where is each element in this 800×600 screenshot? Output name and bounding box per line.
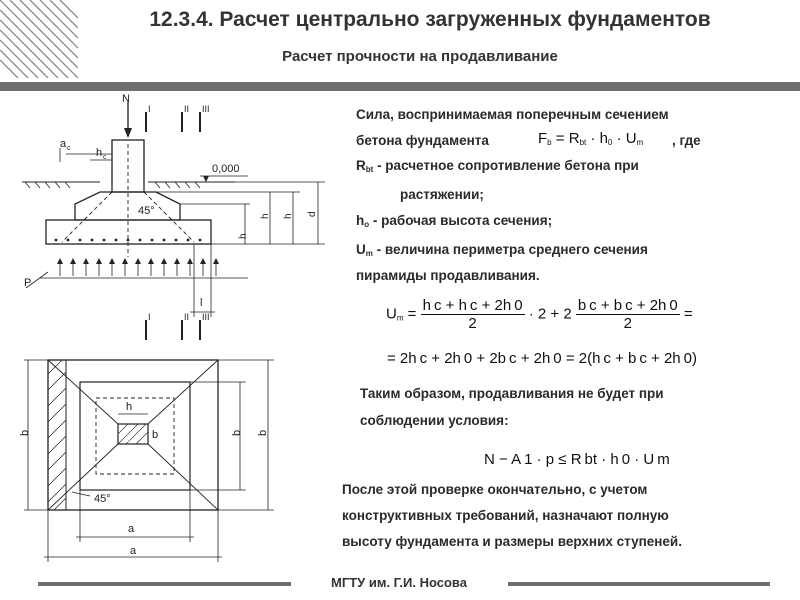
label-I: I	[148, 104, 151, 114]
plan-view	[24, 359, 274, 562]
text-line-11: конструктивных требований, назначают пол…	[342, 508, 669, 523]
label-angle: 45°	[138, 205, 155, 217]
label-II: II	[184, 104, 189, 114]
text-line-10: После этой проверке окончательно, с учет…	[342, 482, 648, 497]
label-I-2: I	[148, 312, 151, 322]
label-h: h	[283, 213, 294, 219]
label-h0: h	[260, 213, 271, 219]
label-d: d	[307, 211, 318, 217]
footer-bar-left	[38, 582, 291, 586]
text-line-3: Rbt - расчетное сопротивление бетона при	[356, 158, 639, 174]
slide-subtitle: Расчет прочности на продавливание	[282, 48, 558, 65]
text-line-12: высоту фундамента и размеры верхних ступ…	[342, 534, 682, 549]
label-a1: a	[128, 523, 135, 535]
text-line-9: соблюдении условия:	[360, 413, 509, 428]
slide-title: 12.3.4. Расчет центрально загруженных фу…	[149, 8, 711, 31]
label-hc: h	[96, 147, 102, 159]
section-view	[22, 102, 325, 317]
text-line-2: бетона фундамента	[356, 133, 489, 148]
label-hc-sub: c	[103, 154, 107, 161]
label-P: P	[24, 277, 31, 289]
label-l: l	[200, 297, 202, 309]
label-b1: b	[231, 430, 243, 436]
label-II-2: II	[184, 312, 189, 322]
formula-fb: Fb = Rbt · h0 · Um	[538, 130, 644, 147]
label-III-2: III	[202, 312, 210, 322]
header-divider	[0, 82, 800, 91]
label-III: III	[202, 104, 210, 114]
label-hc-plan: h	[126, 401, 132, 413]
label-level: 0,000	[212, 163, 240, 175]
text-line-7: пирамиды продавливания.	[356, 268, 540, 283]
label-ac: a	[60, 138, 67, 150]
label-angle-plan: 45°	[94, 493, 111, 505]
text-line-5: ho - рабочая высота сечения;	[356, 213, 553, 229]
text-line-4: растяжении;	[400, 187, 484, 202]
foundation-drawing: N I II III a c h c 0,000 45° h h h d P l…	[19, 93, 325, 562]
footer-bar-right	[508, 582, 770, 586]
text-line-2-tail: , где	[672, 133, 701, 148]
label-ac-sub: c	[67, 145, 71, 152]
text-line-8: Таким образом, продавливания не будет пр…	[360, 386, 664, 401]
formula-um-line-2: = 2h c + 2h 0 + 2b c + 2h 0 = 2(h c + b …	[387, 350, 697, 367]
label-a: a	[130, 545, 137, 557]
label-h01: h	[238, 233, 249, 239]
text-line-1: Сила, воспринимаемая поперечным сечением	[356, 107, 669, 122]
text-line-6: Um - величина периметра среднего сечения	[356, 242, 648, 258]
label-N: N	[122, 93, 130, 105]
label-bc: b	[152, 429, 158, 441]
formula-condition: N − A 1 · p ≤ R bt · h 0 · U m	[484, 451, 670, 468]
corner-hatch-decoration	[0, 0, 78, 78]
footer-text: МГТУ им. Г.И. Носова	[331, 575, 467, 590]
label-b2: b	[19, 430, 31, 436]
label-b: b	[257, 430, 269, 436]
